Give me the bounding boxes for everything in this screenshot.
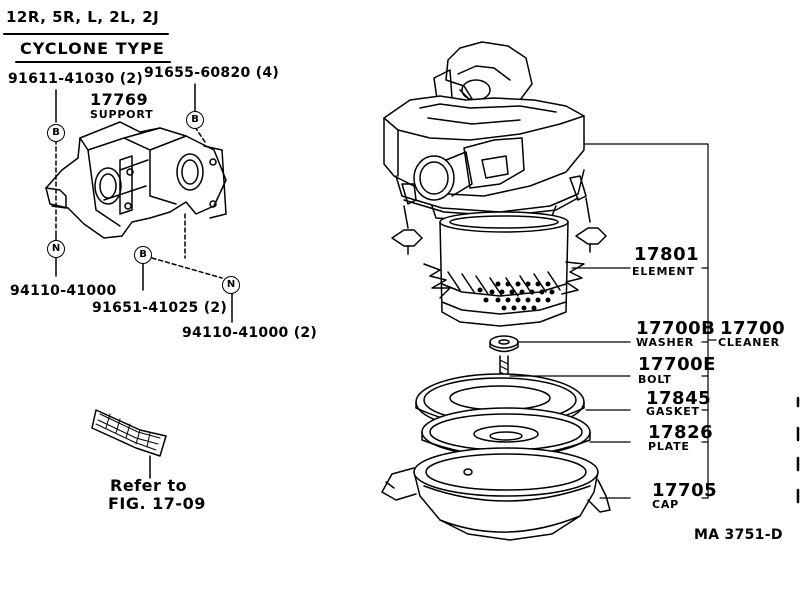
reference-line-1: Refer to (110, 476, 188, 495)
washer-part-number: 17700B (636, 318, 716, 339)
cleaner-name: CLEANER (718, 336, 780, 349)
nut-marker-n-left: N (47, 240, 65, 258)
cap-name: CAP (652, 498, 680, 511)
intake-horn (433, 41, 533, 107)
bolt-c-part-number: 91651-41025 (2) (92, 300, 228, 316)
bolt-marker-b-left: B (47, 124, 65, 142)
housing-cover (383, 95, 585, 223)
gasket-part-number: 17845 (646, 388, 712, 409)
element-perforations (477, 281, 555, 311)
element-part-number: 17801 (634, 244, 700, 265)
element-name: ELEMENT (632, 265, 695, 278)
bolt-name: BOLT (638, 373, 672, 386)
nut-b-part-number: 94110-41000 (2) (182, 325, 318, 341)
bolt-marker-b-bottom: B (134, 246, 152, 264)
washer-name: WASHER (636, 336, 695, 349)
cap (381, 447, 611, 541)
bolt-b-part-number: 91655-60820 (4) (144, 65, 280, 81)
reference-tag (91, 409, 167, 479)
leader-bolt-b (194, 126, 206, 143)
plate-name: PLATE (648, 440, 690, 453)
callout-leaders (509, 143, 717, 499)
washer (489, 335, 519, 353)
nut-a-part-number: 94110-41000 (10, 283, 117, 299)
right-clip (569, 175, 607, 253)
bolt-part-number: 17700E (638, 354, 716, 375)
plate-part-number: 17826 (648, 422, 714, 443)
reference-line-2: FIG. 17-09 (108, 494, 206, 513)
support-name: SUPPORT (90, 108, 154, 121)
type-header: CYCLONE TYPE (20, 39, 165, 58)
nut-marker-n-right: N (222, 276, 240, 294)
bolt-a-part-number: 91611-41030 (2) (8, 71, 144, 87)
left-clip (391, 183, 423, 255)
models-header: 12R, 5R, L, 2L, 2J (6, 8, 160, 26)
cap-part-number: 17705 (652, 480, 718, 501)
figure-code: MA 3751-D (694, 527, 783, 543)
support-part-number: 17769 (90, 90, 149, 109)
leader-bolt-c (151, 257, 223, 279)
cleaner-part-number: 17700 (720, 318, 786, 339)
bolt-marker-b-right: B (186, 111, 204, 129)
support-bracket (45, 121, 227, 239)
gasket-name: GASKET (646, 405, 700, 418)
